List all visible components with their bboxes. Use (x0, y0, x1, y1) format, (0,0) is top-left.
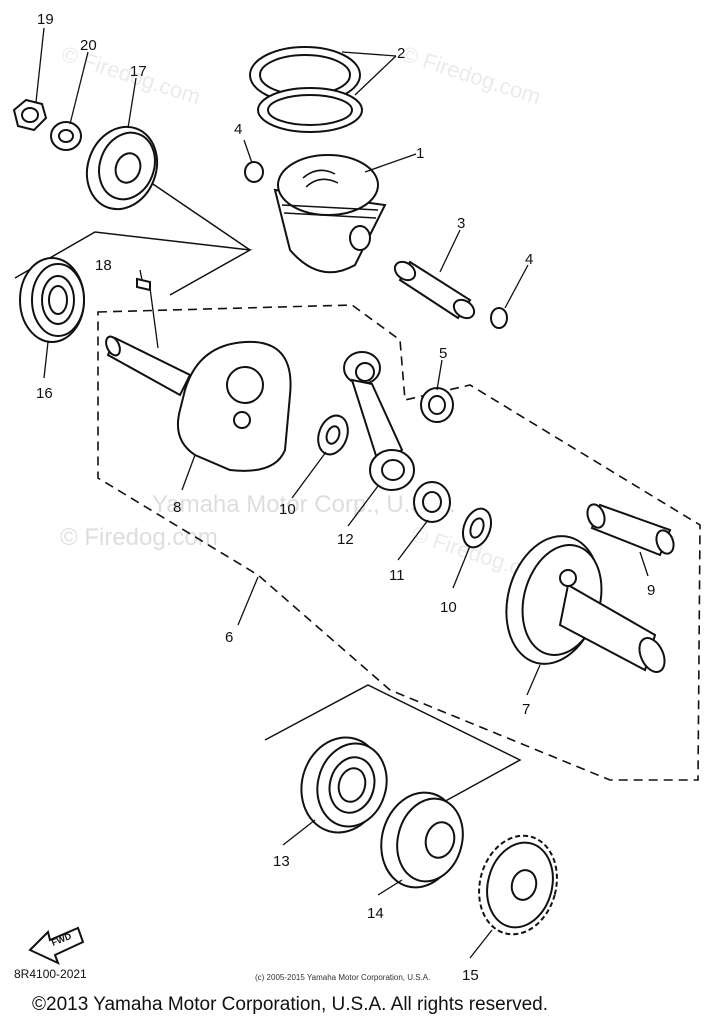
callout-1: 1 (416, 145, 424, 162)
callout-9: 9 (647, 582, 655, 599)
needle-bearing-5 (420, 387, 454, 423)
piston-pin-3 (393, 260, 476, 320)
callout-7: 7 (522, 701, 530, 718)
oil-seal-17 (85, 125, 159, 211)
callout-10-upper: 10 (279, 501, 296, 518)
circlip-4-lower (490, 307, 508, 329)
watermark-yamaha-center: Yamaha Motor Corp., U.S.A. (152, 491, 456, 518)
drive-gear-15 (478, 834, 558, 936)
callout-13: 13 (273, 853, 290, 870)
callout-4-lower: 4 (525, 251, 533, 268)
watermark-firedog-top-right: © Firedog.com (398, 41, 543, 109)
woodruff-key-18 (136, 277, 151, 292)
bearing-16-guide-box (14, 231, 253, 296)
crank-half-7 (505, 535, 666, 673)
thrust-washer-10-lower (461, 507, 493, 549)
callout-labels: 19 20 17 2 4 1 3 4 18 5 16 8 10 12 11 10… (36, 11, 655, 984)
callout-11: 11 (389, 567, 405, 584)
piston-1 (273, 154, 387, 274)
bearing-16 (19, 257, 85, 343)
callout-14: 14 (367, 905, 384, 922)
callout-2: 2 (397, 45, 405, 62)
nut-19 (12, 98, 48, 132)
callout-15: 15 (462, 967, 479, 984)
connecting-rod-12 (343, 351, 415, 491)
crankshaft-assembly-outline (97, 304, 701, 781)
callout-17: 17 (130, 63, 147, 80)
diagram-code: 8R4100-2021 (14, 967, 87, 981)
leader-lines (35, 27, 649, 959)
needle-bearing-11 (413, 481, 451, 523)
thrust-washer-10-upper (317, 414, 349, 456)
forward-arrow-icon: FWD (28, 926, 85, 965)
callout-6: 6 (225, 629, 233, 646)
oil-seal-14 (380, 791, 464, 889)
crank-half-8 (105, 335, 292, 472)
footer-copyright: ©2013 Yamaha Motor Corporation, U.S.A. A… (32, 994, 548, 1015)
watermark-firedog-center: © Firedog.com (60, 524, 218, 551)
callout-5: 5 (439, 345, 447, 362)
callout-8: 8 (173, 499, 181, 516)
bearing-13 (300, 736, 388, 834)
bearing-13-guide-box (264, 684, 522, 816)
washer-20 (50, 121, 82, 151)
callout-12: 12 (337, 531, 354, 548)
seal-17-guide-line (149, 181, 251, 251)
piston-rings-2 (249, 46, 363, 133)
callout-18: 18 (95, 257, 112, 274)
callout-20: 20 (80, 37, 97, 54)
small-copyright: (c) 2005-2015 Yamaha Motor Corporation, … (255, 973, 430, 982)
callout-16: 16 (36, 385, 53, 402)
callout-3: 3 (457, 215, 465, 232)
callout-4-upper: 4 (234, 121, 242, 138)
callout-19: 19 (37, 11, 54, 28)
circlip-4-upper (244, 161, 264, 183)
callout-10-lower: 10 (440, 599, 457, 616)
crank-pin-9 (586, 503, 675, 557)
